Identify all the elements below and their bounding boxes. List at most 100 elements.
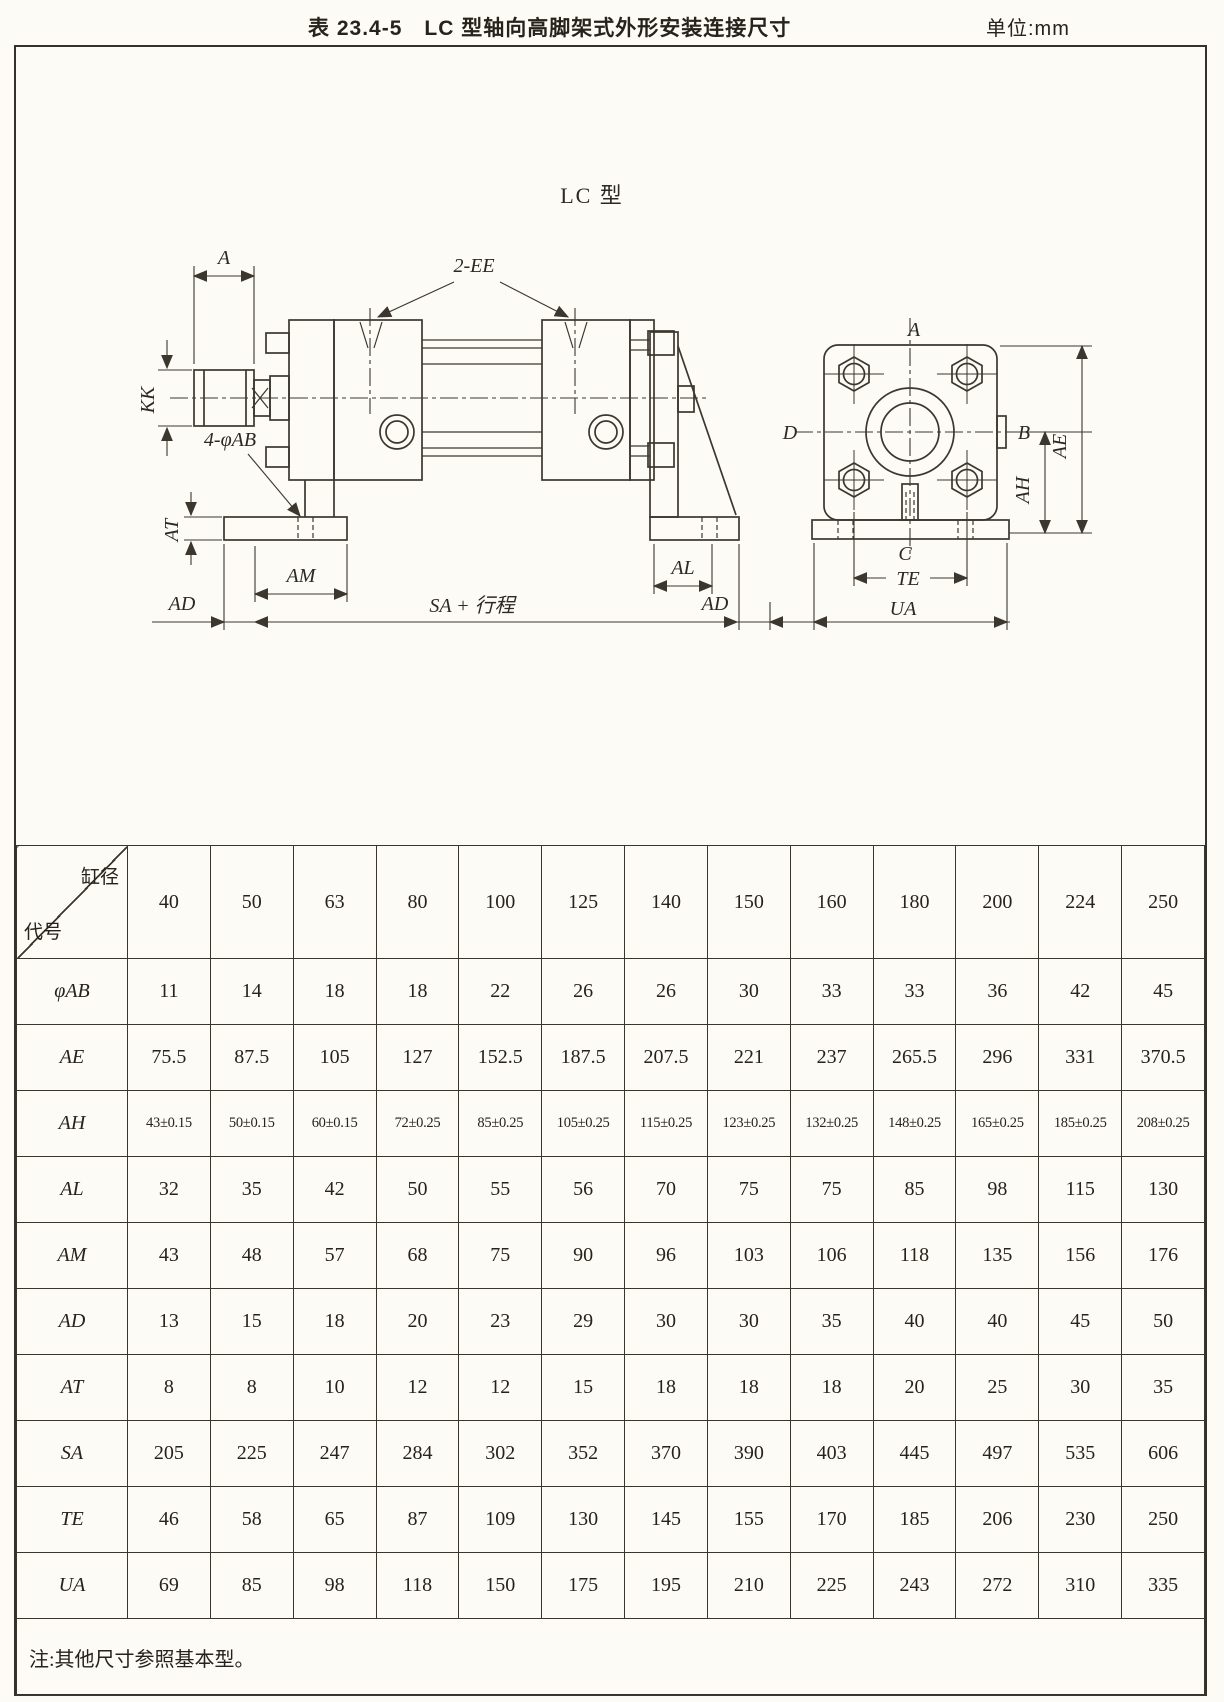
table-cell: 50 (375, 1156, 460, 1223)
table-cell: 87 (375, 1486, 460, 1553)
dim-label-te: TE (896, 568, 919, 590)
table-cell: 85±0.25 (458, 1090, 543, 1157)
table-cell: 40 (955, 1288, 1040, 1355)
table-cell: 296 (955, 1024, 1040, 1091)
table-cell: 96 (624, 1222, 708, 1289)
col-header: 150 (706, 845, 791, 959)
row-label: AM (16, 1222, 128, 1289)
table-cell: 145 (624, 1486, 708, 1553)
table-cell: 20 (375, 1288, 460, 1355)
table-cell: 221 (706, 1024, 791, 1091)
col-header: 125 (541, 845, 626, 959)
table-cell: 310 (1038, 1552, 1123, 1619)
table-cell: 50±0.15 (209, 1090, 294, 1157)
table-cell: 135 (955, 1222, 1040, 1289)
table-cell: 68 (375, 1222, 460, 1289)
table-cell: 18 (292, 958, 377, 1025)
table-cell: 33 (872, 958, 957, 1025)
table-cell: 152.5 (458, 1024, 543, 1091)
table-cell: 22 (458, 958, 543, 1025)
table-cell: 187.5 (541, 1024, 626, 1091)
table-cell: 26 (624, 958, 708, 1025)
table-cell: 69 (127, 1552, 211, 1619)
table-cell: 56 (541, 1156, 626, 1223)
table-cell: 208±0.25 (1121, 1090, 1205, 1157)
table-cell: 15 (209, 1288, 294, 1355)
table-cell: 265.5 (872, 1024, 957, 1091)
table-cell: 57 (292, 1222, 377, 1289)
table-cell: 105 (292, 1024, 377, 1091)
row-label: UA (16, 1552, 128, 1619)
col-header: 140 (624, 845, 708, 959)
table-cell: 29 (541, 1288, 626, 1355)
table-cell: 115±0.25 (624, 1090, 708, 1157)
table-cell: 130 (541, 1486, 626, 1553)
table-cell: 15 (541, 1354, 626, 1421)
table-cell: 535 (1038, 1420, 1123, 1487)
dim-label-ad-left: AD (167, 593, 196, 615)
table-cell: 40 (872, 1288, 957, 1355)
table-cell: 210 (706, 1552, 791, 1619)
table-cell: 130 (1121, 1156, 1205, 1223)
dim-label-at: AT (161, 517, 183, 543)
col-header: 40 (127, 845, 211, 959)
table-cell: 150 (458, 1552, 543, 1619)
table-cell: 390 (706, 1420, 791, 1487)
table-cell: 606 (1121, 1420, 1205, 1487)
table-cell: 103 (706, 1222, 791, 1289)
note: 注:其他尺寸参照基本型。 (16, 1618, 1205, 1696)
table-cell: 230 (1038, 1486, 1123, 1553)
col-header: 180 (872, 845, 957, 959)
table-cell: 42 (1038, 958, 1123, 1025)
table-cell: 36 (955, 958, 1040, 1025)
table-cell: 30 (624, 1288, 708, 1355)
table-cell: 370.5 (1121, 1024, 1205, 1091)
table-cell: 46 (127, 1486, 211, 1553)
table-cell: 185±0.25 (1038, 1090, 1123, 1157)
dim-label-2ee: 2-EE (453, 255, 494, 277)
table-cell: 18 (624, 1354, 708, 1421)
table-cell: 35 (1121, 1354, 1205, 1421)
table-cell: 30 (706, 958, 791, 1025)
table-cell: 352 (541, 1420, 626, 1487)
col-header: 200 (955, 845, 1040, 959)
dim-label-ah: AH (1012, 475, 1034, 505)
table-cell: 43±0.15 (127, 1090, 211, 1157)
table-cell: 18 (706, 1354, 791, 1421)
table-cell: 118 (872, 1222, 957, 1289)
col-header: 80 (375, 845, 460, 959)
col-header: 160 (789, 845, 874, 959)
technical-drawing-svg: LC 型 A 2-EE KK 4-φAB AT AM AL AD SA + 行程… (137, 183, 1092, 630)
table-cell: 12 (458, 1354, 543, 1421)
table-cell: 58 (209, 1486, 294, 1553)
table-cell: 26 (541, 958, 626, 1025)
table-cell: 10 (292, 1354, 377, 1421)
table-cell: 23 (458, 1288, 543, 1355)
col-header: 224 (1038, 845, 1123, 959)
dim-label-kk: KK (137, 385, 159, 414)
col-header: 250 (1121, 845, 1205, 959)
table-cell: 72±0.25 (375, 1090, 460, 1157)
cylinder-drawing: LC 型 A 2-EE KK 4-φAB AT AM AL AD SA + 行程… (16, 47, 1205, 845)
table-cell: 403 (789, 1420, 874, 1487)
table-cell: 55 (458, 1156, 543, 1223)
row-label: AT (16, 1354, 128, 1421)
table-cell: 85 (209, 1552, 294, 1619)
table-cell: 75 (706, 1156, 791, 1223)
row-label: AE (16, 1024, 128, 1091)
table-cell: 331 (1038, 1024, 1123, 1091)
table-cell: 105±0.25 (541, 1090, 626, 1157)
table-cell: 127 (375, 1024, 460, 1091)
table-cell: 335 (1121, 1552, 1205, 1619)
table-cell: 30 (706, 1288, 791, 1355)
dim-label-d: D (782, 422, 798, 444)
table-cell: 14 (209, 958, 294, 1025)
dim-label-ad-right: AD (700, 593, 729, 615)
table-cell: 30 (1038, 1354, 1123, 1421)
col-header: 100 (458, 845, 543, 959)
table-cell: 33 (789, 958, 874, 1025)
dim-label-ae: AE (1049, 434, 1071, 460)
